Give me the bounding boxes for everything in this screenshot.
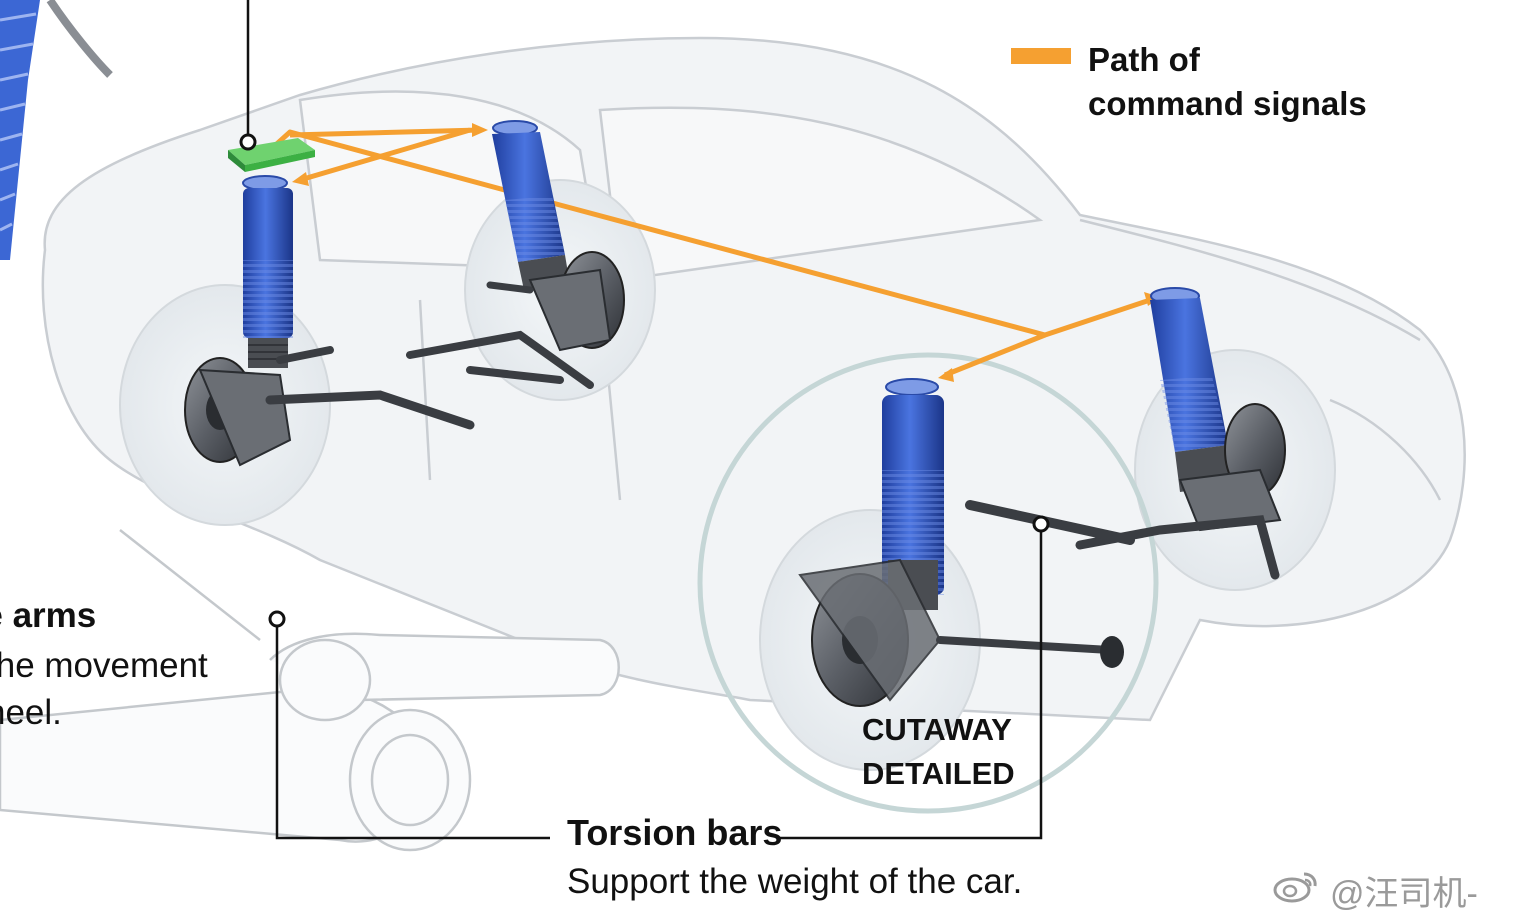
lower-arms-marker (270, 612, 284, 626)
torsion-bars-description: Support the weight of the car. (567, 862, 1022, 902)
legend-swatch (1011, 48, 1071, 64)
lower-arms-description: the movement heel. (0, 642, 226, 736)
controller-box (228, 0, 315, 172)
lower-arms-desc-line-1: the movement (0, 642, 226, 689)
legend-label: Path of command signals (1088, 38, 1367, 126)
legend-line-2: command signals (1088, 82, 1367, 126)
cutaway-line-2: DETAILED (862, 752, 1015, 796)
lower-arms-desc-line-2: heel. (0, 689, 226, 736)
weibo-icon (1272, 868, 1320, 904)
lower-arms-title: ne arms (0, 596, 96, 636)
cutaway-line-1: CUTAWAY (862, 708, 1015, 752)
legend-line-1: Path of (1088, 38, 1367, 82)
cutaway-label: CUTAWAY DETAILED (862, 708, 1015, 796)
torsion-bar-marker (1034, 517, 1048, 531)
watermark-text: @汪司机- (1330, 866, 1478, 915)
torsion-bars-title: Torsion bars (567, 812, 782, 854)
shock-absorber-front-left (243, 176, 293, 368)
